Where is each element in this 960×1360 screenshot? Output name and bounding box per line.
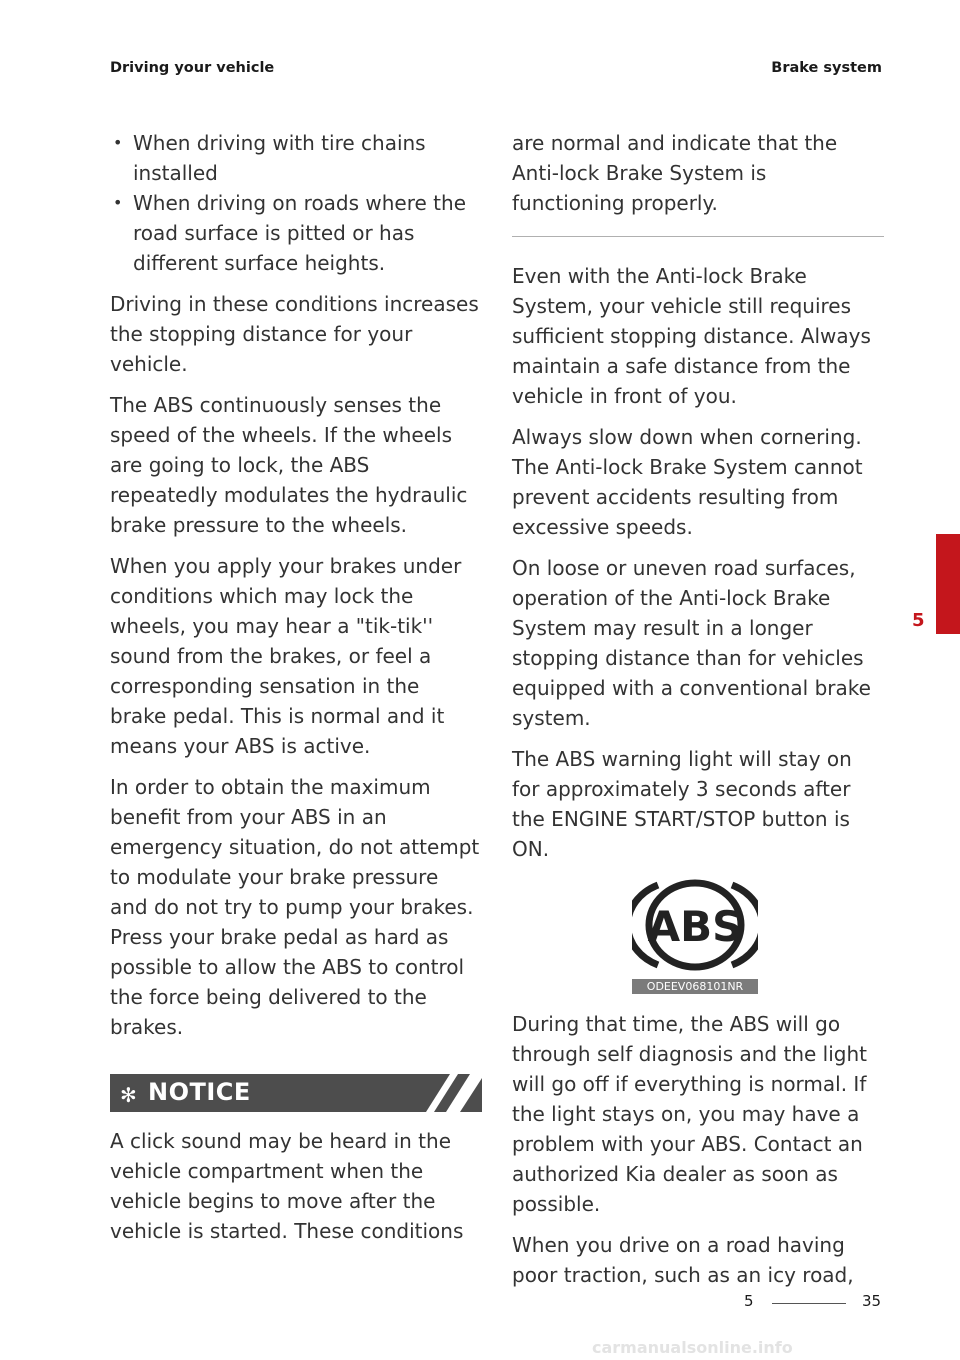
notice-stripes-icon — [412, 1074, 482, 1112]
notice-text: A click sound may be heard in the vehicl… — [110, 1129, 464, 1243]
running-header-chapter: Driving your vehicle — [110, 60, 275, 76]
chapter-side-tab — [936, 534, 960, 634]
paragraph: The ABS warning light will stay on for a… — [512, 747, 852, 861]
paragraph: Driving in these conditions increases th… — [110, 292, 479, 376]
abs-icon-label: ABS — [648, 902, 743, 951]
right-column: are normal and indicate that the Anti-lo… — [512, 128, 884, 1301]
figure-code: ODEEV068101NR — [632, 979, 758, 994]
footer-page-number: 35 — [862, 1292, 882, 1310]
abs-warning-icon: ABS — [632, 879, 758, 971]
footer-divider — [772, 1303, 846, 1304]
list-item: When driving with tire chains installed — [110, 128, 482, 188]
paragraph: The ABS continuously senses the speed of… — [110, 393, 468, 537]
list-item: When driving on roads where the road sur… — [110, 188, 482, 278]
abs-warning-figure: ABS ODEEV068101NR — [512, 875, 884, 997]
paragraph: On loose or uneven road surfaces, operat… — [512, 556, 871, 730]
notice-text-continued: are normal and indicate that the Anti-lo… — [512, 131, 838, 215]
paragraph: When you drive on a road having poor tra… — [512, 1233, 854, 1287]
footer-section-number: 5 — [744, 1292, 754, 1310]
condition-list: When driving with tire chains installed … — [110, 128, 482, 278]
running-header-section: Brake system — [771, 60, 882, 76]
notice-title: NOTICE — [148, 1078, 251, 1106]
paragraph: In order to obtain the maximum benefit f… — [110, 775, 480, 1039]
notice-end-divider — [512, 236, 884, 237]
paragraph: Even with the Anti-lock Brake System, yo… — [512, 264, 871, 408]
paragraph: During that time, the ABS will go throug… — [512, 1012, 867, 1216]
watermark: carmanualsonline.info — [592, 1338, 793, 1357]
paragraph: Always slow down when cornering. The Ant… — [512, 425, 863, 539]
notice-banner: ✻ NOTICE — [110, 1074, 482, 1112]
paragraph: When you apply your brakes under conditi… — [110, 554, 462, 758]
chapter-side-number: 5 — [912, 610, 925, 631]
notice-star-icon: ✻ — [120, 1083, 137, 1107]
left-column: When driving with tire chains installed … — [110, 128, 482, 1257]
